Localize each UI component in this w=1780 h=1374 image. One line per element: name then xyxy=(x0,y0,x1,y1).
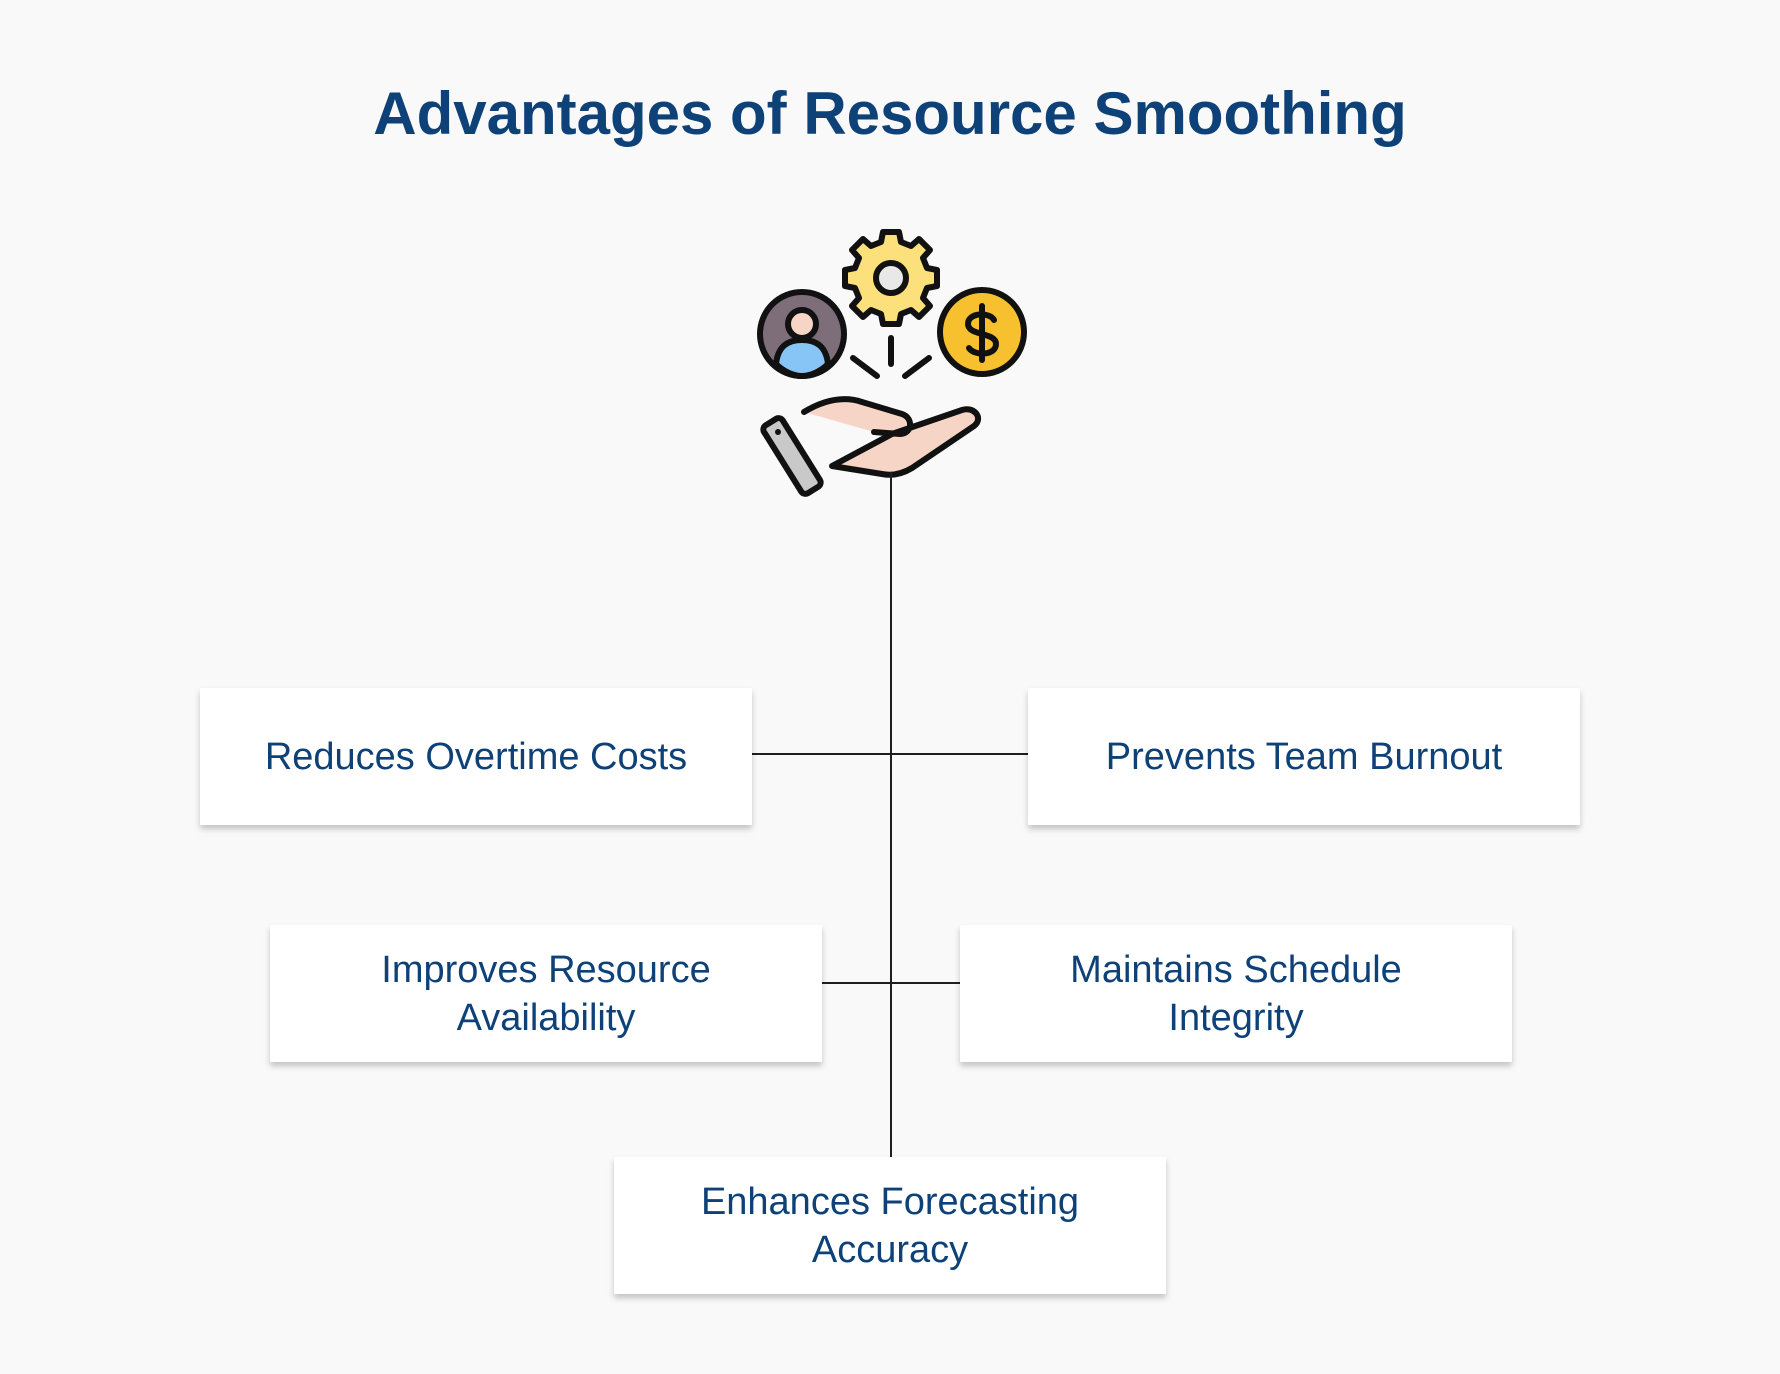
advantage-label: Improves Resource Availability xyxy=(381,948,711,1039)
vertical-connector xyxy=(890,472,892,1158)
gear-icon xyxy=(842,229,940,327)
advantage-label: Prevents Team Burnout xyxy=(1105,735,1503,778)
advantage-box-improves-resource-availability: Improves Resource Availability xyxy=(270,925,822,1062)
dollar-coin-icon xyxy=(937,287,1027,377)
advantage-label: Maintains Schedule Integrity xyxy=(1070,948,1402,1039)
advantage-box-prevents-team-burnout: Prevents Team Burnout xyxy=(1028,688,1580,825)
horizontal-connector-row-2 xyxy=(821,982,960,984)
diagram-title: Advantages of Resource Smoothing xyxy=(373,80,1407,147)
hand-holding-resources-icon xyxy=(752,228,1034,504)
advantage-label: Enhances Forecasting Accuracy xyxy=(700,1180,1080,1271)
hand-icon xyxy=(760,396,982,497)
spark-lines-icon xyxy=(850,335,932,379)
advantage-box-reduces-overtime-costs: Reduces Overtime Costs xyxy=(200,688,752,825)
advantage-box-enhances-forecasting-accuracy: Enhances Forecasting Accuracy xyxy=(614,1157,1166,1294)
horizontal-connector-row-1 xyxy=(751,753,1028,755)
advantage-box-maintains-schedule-integrity: Maintains Schedule Integrity xyxy=(960,925,1512,1062)
advantage-label: Reduces Overtime Costs xyxy=(264,735,688,778)
person-icon xyxy=(757,289,847,379)
